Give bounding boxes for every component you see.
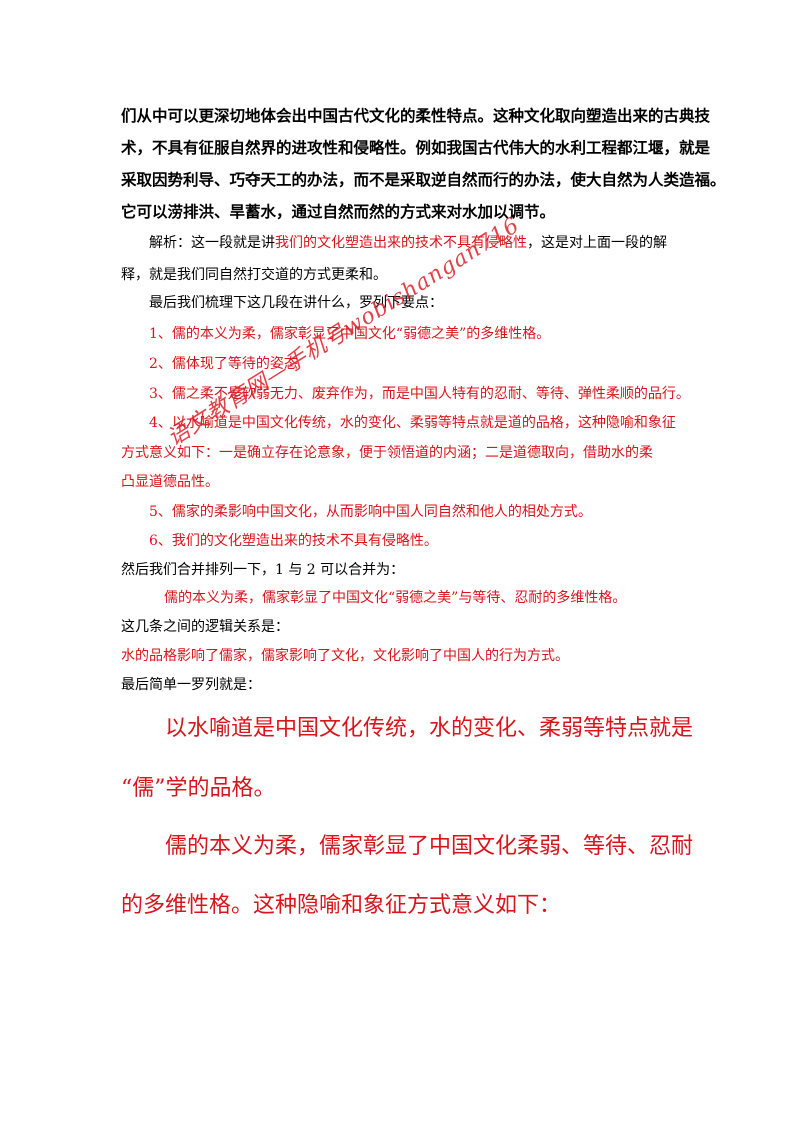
logic-intro: 这几条之间的逻辑关系是： (121, 619, 289, 635)
final-intro: 最后简单一罗列就是： (121, 677, 261, 693)
analysis-line-2: 释，就是我们同自然打交道的方式更柔和。 (121, 267, 387, 283)
point-3: 3、儒之柔不是软弱无力、废弃作为，而是中国人特有的忍耐、等待、弹性柔顺的品行。 (149, 386, 690, 402)
analysis-highlight: 我们的文化塑造出来的技术不具有侵略性 (275, 235, 527, 251)
point-4-line-1: 4、以水喻道是中国文化传统，水的变化、柔弱等特点就是道的品格，这种隐喻和象征 (149, 415, 676, 431)
analysis-prefix: 解析：这一段就是讲 (149, 235, 275, 251)
point-5: 5、儒家的柔影响中国文化，从而影响中国人同自然和他人的相处方式。 (149, 504, 592, 520)
point-4-line-2: 方式意义如下：一是确立存在论意象，便于领悟道的内涵；二是道德取向，借助水的柔 (121, 445, 653, 461)
point-4-line-3: 凸显道德品性。 (121, 474, 219, 490)
merge-intro: 然后我们合并排列一下，1 与 2 可以合并为： (121, 562, 405, 578)
intro-line-3: 采取因势利导、巧夺天工的办法，而不是采取逆自然而行的办法，使大自然为人类造福。 (121, 170, 726, 189)
intro-line-2: 术，不具有征服自然界的进攻性和侵略性。例如我国古代伟大的水利工程都江堰，就是 (121, 138, 711, 157)
summary-intro: 最后我们梳理下这几段在讲什么，罗列下要点： (149, 295, 443, 311)
point-6: 6、我们的文化塑造出来的技术不具有侵略性。 (149, 533, 438, 549)
point-2: 2、儒体现了等待的姿态 (149, 356, 298, 372)
intro-line-4: 它可以涝排洪、旱蓄水，通过自然而然的方式来对水加以调节。 (121, 202, 556, 221)
merged-point: 儒的本义为柔，儒家彰显了中国文化“弱德之美”与等待、忍耐的多维性格。 (164, 590, 627, 606)
final-big-2-line-2: 的多维性格。这种隐喻和象征方式意义如下： (121, 893, 562, 918)
point-1: 1、儒的本义为柔，儒家彰显了中国文化“弱德之美”的多维性格。 (149, 326, 551, 342)
final-big-1-line-2: “儒”学的品格。 (121, 776, 276, 801)
final-big-1-line-1: 以水喻道是中国文化传统，水的变化、柔弱等特点就是 (165, 716, 694, 741)
intro-line-1: 们从中可以更深切地体会出中国古代文化的柔性特点。这种文化取向塑造出来的古典技 (121, 106, 711, 125)
analysis-line-1: 解析：这一段就是讲我们的文化塑造出来的技术不具有侵略性，这是对上面一段的解 (149, 232, 667, 252)
final-big-2-line-1: 儒的本义为柔，儒家彰显了中国文化柔弱、等待、忍耐 (165, 834, 694, 859)
analysis-suffix: ，这是对上面一段的解 (527, 235, 667, 251)
logic-chain: 水的品格影响了儒家，儒家影响了文化，文化影响了中国人的行为方式。 (121, 648, 569, 664)
